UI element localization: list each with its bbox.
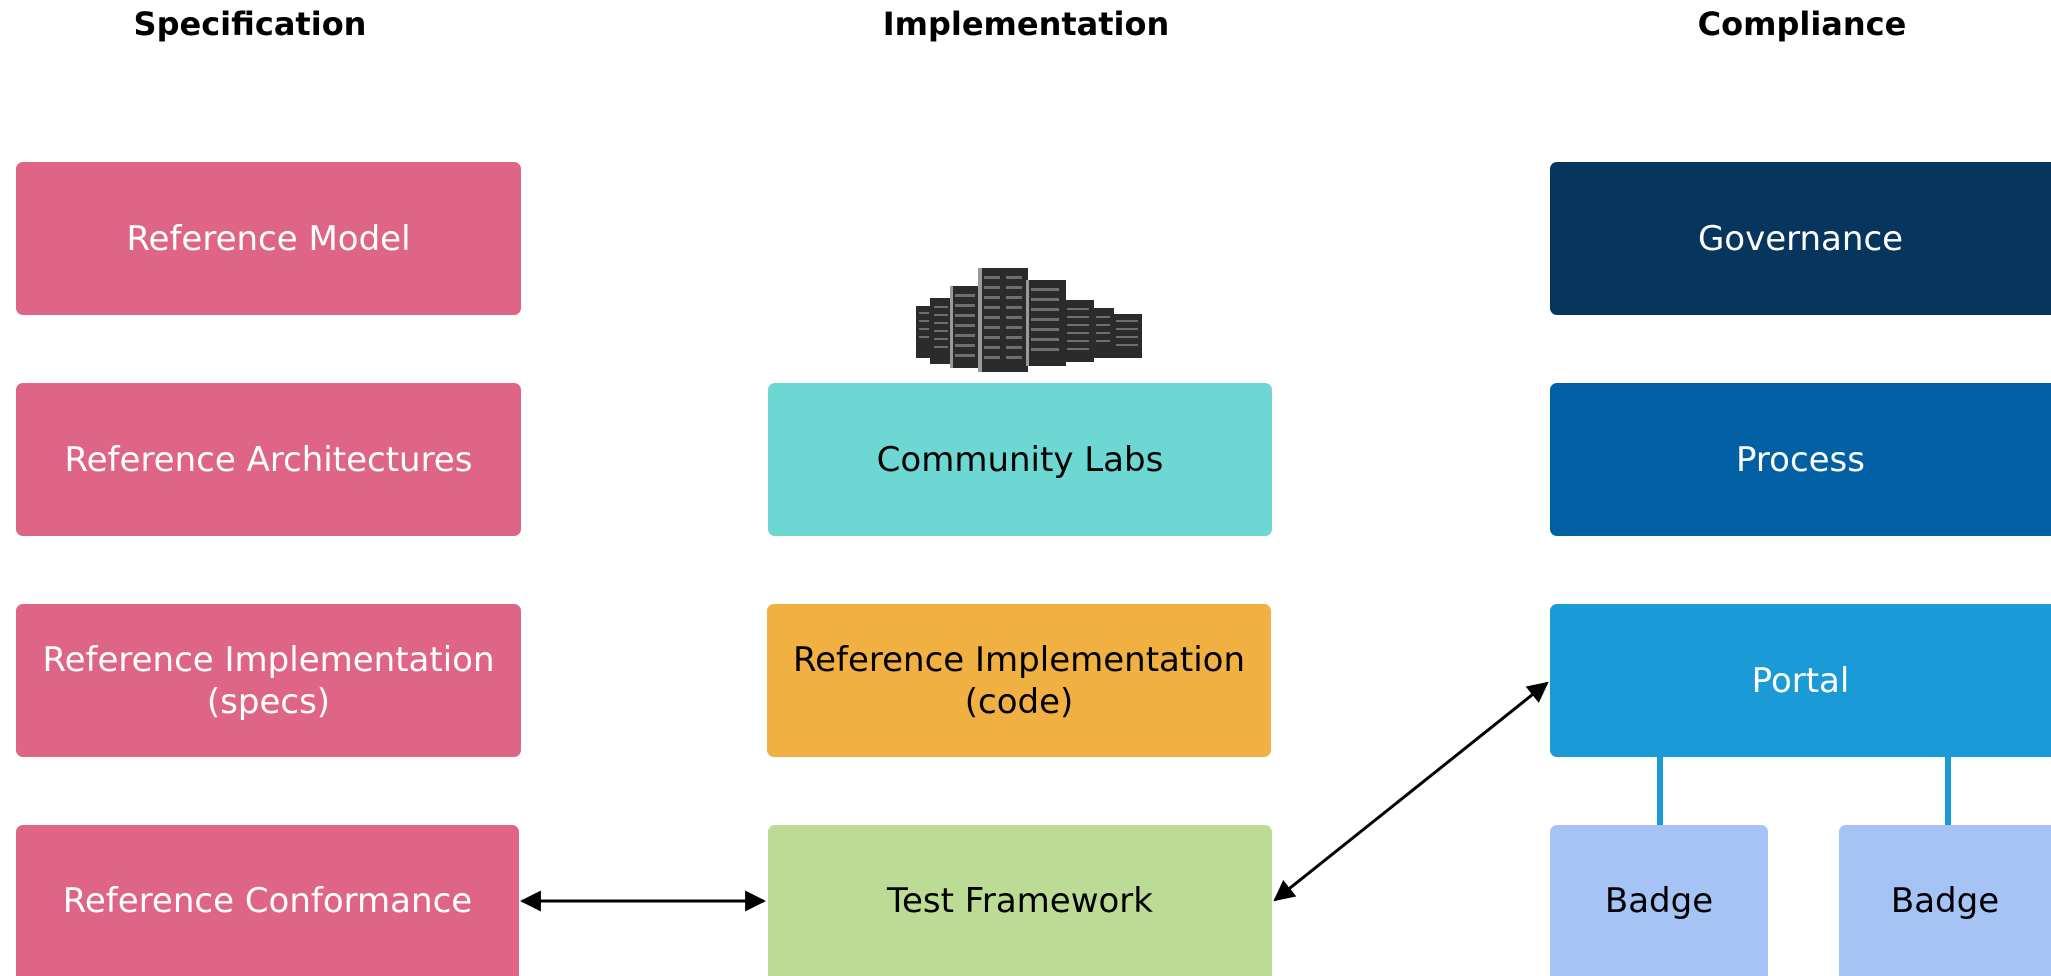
reference-conformance-box: Reference Conformance (16, 825, 519, 976)
badge-right-box: Badge (1839, 825, 2051, 976)
reference-model-box: Reference Model (16, 162, 521, 315)
badge-right-label: Badge (1890, 880, 2000, 921)
reference-model-label: Reference Model (126, 218, 411, 259)
implementation-header: Implementation (882, 5, 1170, 43)
governance-label: Governance (1697, 218, 1904, 259)
test-framework-label: Test Framework (887, 880, 1153, 921)
reference-architectures-label: Reference Architectures (64, 439, 473, 480)
compliance-header: Compliance (1697, 5, 1907, 43)
community-labs-label: Community Labs (876, 439, 1164, 480)
test-framework-box: Test Framework (768, 825, 1272, 976)
specification-header: Specification (133, 5, 367, 43)
badge-left-box: Badge (1550, 825, 1768, 976)
process-label: Process (1736, 439, 1865, 480)
testframework-portal-arrow (1273, 681, 1549, 902)
server-rack-cluster-icon (916, 268, 1142, 372)
portal-box: Portal (1550, 604, 2051, 757)
governance-box: Governance (1550, 162, 2051, 315)
badge-left-label: Badge (1604, 880, 1714, 921)
portal-label: Portal (1751, 660, 1850, 701)
reference-implementation-specs-label: Reference Implementation (specs) (42, 639, 495, 722)
community-labs-box: Community Labs (768, 383, 1272, 536)
reference-implementation-specs-box: Reference Implementation (specs) (16, 604, 521, 757)
reference-implementation-code-box: Reference Implementation (code) (767, 604, 1271, 757)
reference-conformance-label: Reference Conformance (62, 880, 473, 921)
reference-implementation-code-label: Reference Implementation (code) (793, 639, 1245, 722)
process-box: Process (1550, 383, 2051, 536)
reference-architectures-box: Reference Architectures (16, 383, 521, 536)
